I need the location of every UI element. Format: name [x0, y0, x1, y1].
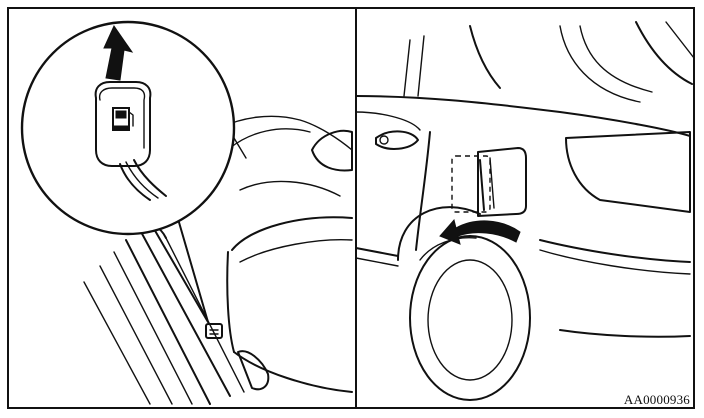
figure-code: AA0000936 — [623, 392, 690, 407]
figure-border — [7, 7, 695, 409]
curved-arrow-icon — [439, 218, 521, 245]
right-panel-exterior — [355, 21, 695, 401]
switch-location — [205, 323, 223, 339]
up-arrow-icon — [103, 24, 134, 81]
fuel-pump-icon — [112, 107, 134, 131]
magnified-callout — [20, 20, 236, 236]
fuel-door-open — [477, 147, 527, 217]
left-panel-interior — [83, 115, 353, 405]
